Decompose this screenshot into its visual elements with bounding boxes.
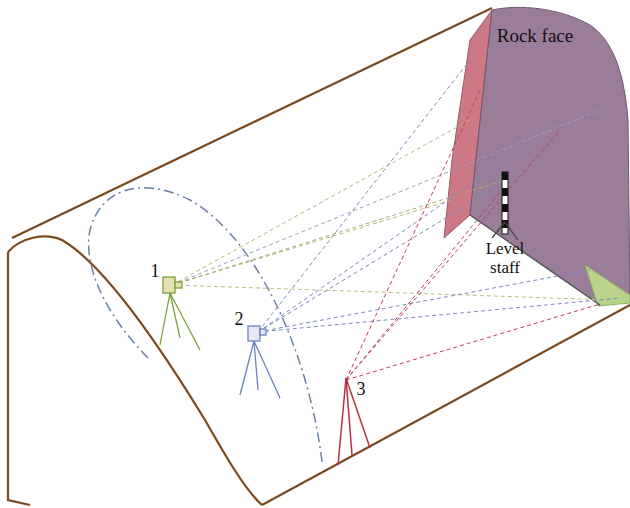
callout-number: 3 [354,380,368,400]
rock-face [470,7,630,305]
tunnel-floor-line [262,305,630,505]
total-station-1 [160,277,200,350]
portal-left-edge [8,252,30,505]
design-profile [89,188,322,462]
total-station-2 [240,326,280,398]
part-label: Level staff [474,240,536,277]
level-staff [492,172,518,240]
sight-rays [172,60,620,380]
part-label: Rock face [485,26,585,47]
tunnel-crown-line [12,8,492,238]
portal-outline [8,236,262,505]
callout-number: 1 [148,262,162,282]
total-station-3 [338,378,370,465]
face-bottom-edge [470,215,600,305]
callout-number: 2 [232,310,246,330]
